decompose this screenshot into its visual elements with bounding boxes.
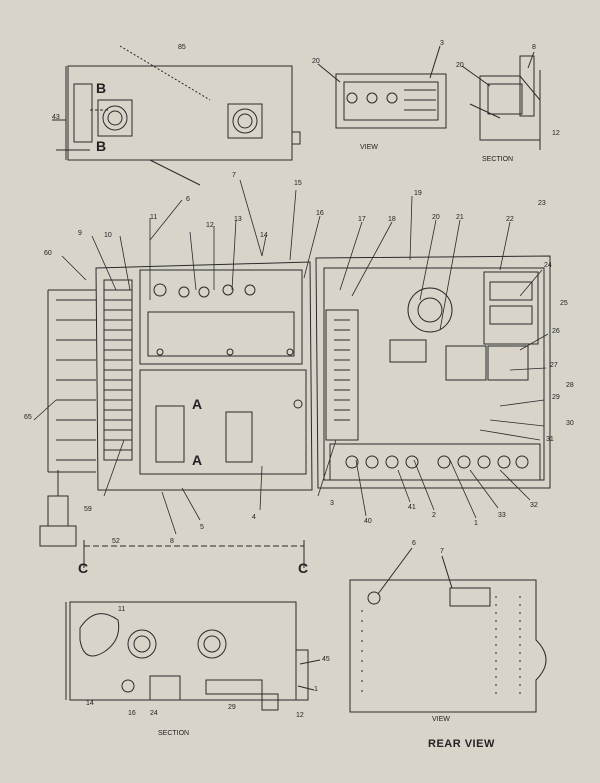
callout-main-23: 23 [538, 200, 546, 207]
label-c-right: C [298, 560, 309, 576]
left-fitting [39, 470, 77, 547]
label-a-upper: A [192, 396, 203, 412]
callout-main-7: 7 [232, 172, 236, 179]
callout-main-2: 2 [432, 512, 436, 519]
callout-main-59: 59 [84, 506, 92, 513]
callout-main-21: 21 [456, 214, 464, 221]
callout-20: 20 [312, 58, 320, 65]
label-b-lower: B [96, 138, 107, 154]
label-a-lower: A [192, 452, 203, 468]
callout-main-26: 26 [552, 328, 560, 335]
callout-main-4: 4 [252, 514, 256, 521]
callout-main-13: 13 [234, 216, 242, 223]
callout-bottom-24: 24 [150, 710, 158, 717]
callout-bottom-7: 7 [440, 548, 444, 555]
top-right-view [461, 51, 541, 150]
callout-main-29: 29 [552, 394, 560, 401]
callout-bottom-45: 45 [322, 656, 330, 663]
callout-main-15: 15 [294, 180, 302, 187]
callout-main-32: 32 [530, 502, 538, 509]
callout-main-65: 65 [24, 414, 32, 421]
callout-bottom-1: 1 [314, 686, 318, 693]
caption-section-upper: SECTION [482, 156, 514, 163]
callout-main-5: 5 [200, 524, 204, 531]
callout-main-1: 1 [474, 520, 478, 527]
label-c-left: C [78, 560, 89, 576]
callout-main-18: 18 [388, 216, 396, 223]
main-enclosure [47, 255, 551, 491]
leader-lines [33, 179, 549, 535]
callout-bottom-6: 6 [412, 540, 416, 547]
callout-main-11: 11 [150, 214, 158, 221]
callout-main-60: 60 [44, 250, 52, 257]
callout-main-31: 31 [546, 436, 554, 443]
section-c-line [83, 540, 305, 568]
caption-view-lower: VIEW [432, 716, 450, 723]
callout-85: 85 [178, 44, 186, 51]
callout-12: 12 [552, 130, 560, 137]
callout-main-14: 14 [260, 232, 268, 239]
caption-section-lower: SECTION [158, 730, 190, 737]
callout-main-33: 33 [498, 512, 506, 519]
callout-8: 8 [532, 44, 536, 51]
callout-3: 3 [440, 40, 444, 47]
top-middle-view [317, 45, 447, 129]
rear-view [349, 547, 547, 713]
top-left-view [52, 45, 301, 186]
callout-main-22: 22 [506, 216, 514, 223]
callout-bottom-11: 11 [118, 606, 126, 613]
callout-main-40: 40 [364, 518, 372, 525]
callout-main-10: 10 [104, 232, 112, 239]
callout-main-28: 28 [566, 382, 574, 389]
callout-main-20: 20 [432, 214, 440, 221]
callout-main-16: 16 [316, 210, 324, 217]
callout-main-27: 27 [550, 362, 558, 369]
callout-bottom-16: 16 [128, 710, 136, 717]
callout-main-8: 8 [170, 538, 174, 545]
callout-main-9: 9 [78, 230, 82, 237]
callout-main-25: 25 [560, 300, 568, 307]
caption-rear-view: REAR VIEW [428, 738, 495, 750]
callout-main-3: 3 [330, 500, 334, 507]
callout-main-6: 6 [186, 196, 190, 203]
callout-main-19: 19 [414, 190, 422, 197]
bottom-section-view [65, 601, 321, 711]
callout-main-17: 17 [358, 216, 366, 223]
callout-43: 43 [52, 114, 60, 121]
callout-bottom-29: 29 [228, 704, 236, 711]
label-b-upper: B [96, 80, 107, 96]
callout-main-41: 41 [408, 504, 416, 511]
callout-bottom-12: 12 [296, 712, 304, 719]
callout-main-24: 24 [544, 262, 552, 269]
callout-main-12: 12 [206, 222, 214, 229]
callout-20-right: 20 [456, 62, 464, 69]
callout-main-52: 52 [112, 538, 120, 545]
caption-view-upper: VIEW [360, 144, 378, 151]
callout-main-30: 30 [566, 420, 574, 427]
callout-bottom-14: 14 [86, 700, 94, 707]
